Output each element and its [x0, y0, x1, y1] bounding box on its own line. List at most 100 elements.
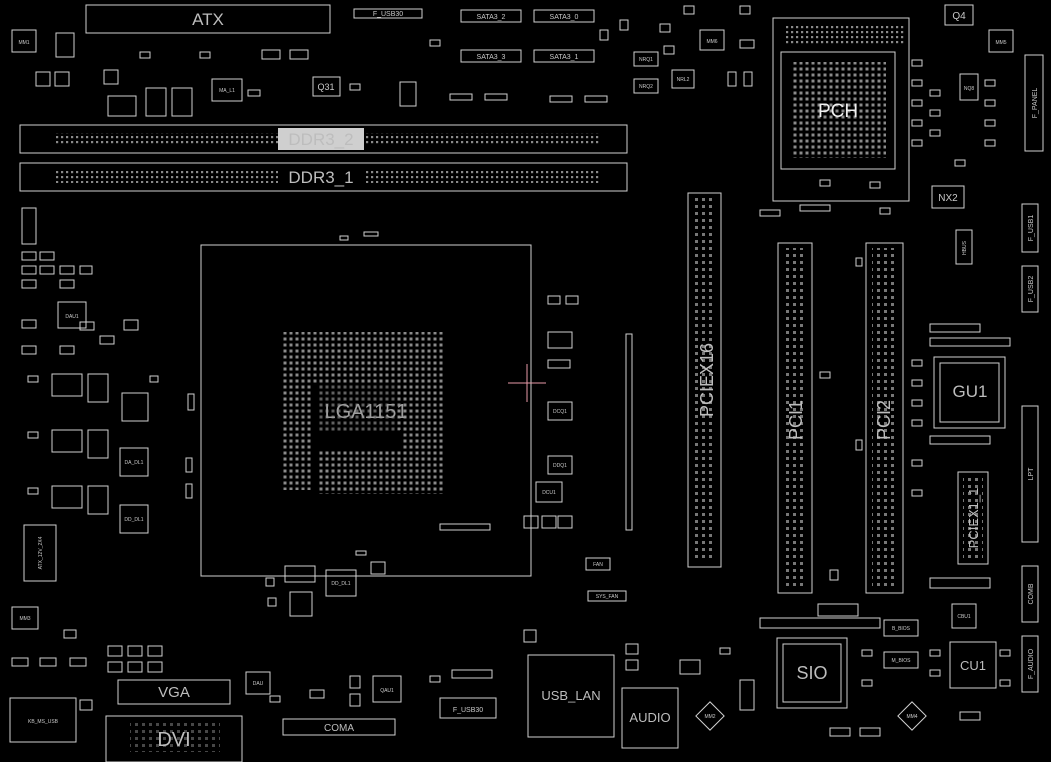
gu1-chip[interactable]: GU1 [933, 356, 1006, 429]
nq8-label: NQ8 [964, 86, 975, 92]
pch-chip[interactable]: PCH [772, 17, 910, 202]
f-usb2-header[interactable]: F_USB2 [1021, 265, 1039, 313]
nrl2-label: NRL2 [677, 77, 690, 83]
usb-lan-label: USB_LAN [541, 688, 600, 703]
cpu-socket[interactable]: LGA1151 [200, 244, 532, 577]
pci2-slot[interactable]: PCI2 [865, 242, 904, 594]
dvi-label: DVI [157, 729, 190, 751]
nx2-chip[interactable]: NX2 [931, 185, 965, 209]
dd-dl1b-inductor[interactable]: DD_DL1 [325, 569, 357, 597]
f-audio-header[interactable]: F_AUDIO [1021, 635, 1039, 693]
f-usb30-label: F_USB30 [373, 11, 403, 18]
lpt-label: LPT [1028, 467, 1035, 481]
nrq1-chip[interactable]: NRQ1 [633, 51, 659, 67]
coma-header[interactable]: COMA [282, 718, 396, 736]
pci2-label: PCI2 [874, 400, 894, 440]
atx-12v-connector[interactable]: ATX_12V_2X4 [23, 524, 57, 582]
dcq1-chip[interactable]: DCQ1 [553, 409, 567, 415]
mm5-label: MM5 [995, 40, 1006, 46]
sata-3-2-label: SATA3_2 [477, 14, 506, 21]
atx-12v-label: ATX_12V_2X4 [38, 536, 44, 569]
dcu1-label: DCU1 [542, 490, 556, 496]
qau1-chip[interactable]: QAU1 [372, 675, 402, 703]
pch-area-components [759, 59, 996, 217]
cbu1-chip[interactable]: CBU1 [951, 603, 977, 629]
left-vrm-components [11, 207, 139, 639]
atx-connector[interactable]: ATX [85, 4, 331, 34]
nrq2-label: NRQ2 [639, 84, 653, 90]
b-bios-chip[interactable]: B_BIOS [883, 619, 919, 637]
dvi-port[interactable]: DVI [105, 715, 243, 762]
vga-port[interactable]: VGA [117, 679, 231, 705]
lga-label: LGA1151 [324, 401, 407, 423]
dau1-chip[interactable]: DAU1 [57, 301, 87, 329]
ddr3-1-label: DDR3_1 [288, 168, 353, 187]
pciex1-1-slot[interactable]: PCIEX1_1 [957, 471, 989, 565]
ddq1-label: DDQ1 [553, 463, 567, 469]
da-dl1-inductor[interactable]: DA_DL1 [119, 447, 149, 477]
m-bios-chip[interactable]: M_BIOS [883, 651, 919, 669]
dau-chip[interactable]: DAU [245, 671, 271, 695]
lpt-header[interactable]: LPT [1021, 405, 1039, 543]
dcq1-label: DCQ1 [553, 409, 567, 415]
usb-lan-port[interactable]: USB_LAN [527, 654, 615, 738]
f-usb30b-label: F_USB30 [453, 707, 483, 714]
f-usb1-label: F_USB1 [1028, 215, 1035, 242]
nrl2-chip[interactable]: NRL2 [671, 69, 695, 89]
sata-connector-3-3[interactable]: SATA3_3 [460, 49, 522, 63]
f-usb30-header[interactable]: F_USB30 [353, 8, 423, 19]
nrq2-chip[interactable]: NRQ2 [633, 78, 659, 94]
b-bios-label: B_BIOS [892, 626, 911, 632]
ddq1-chip[interactable]: DDQ1 [553, 463, 567, 469]
ddr3-2-label: DDR3_2 [288, 130, 353, 149]
sata-3-1-label: SATA3_1 [550, 54, 579, 61]
mm6-label: MM6 [706, 39, 717, 45]
sata-connector-3-0[interactable]: SATA3_0 [533, 9, 595, 23]
dau1-label: DAU1 [65, 314, 79, 320]
mm4-chip[interactable]: MM4 [897, 701, 927, 731]
vga-label: VGA [158, 684, 190, 701]
hbus-label: HBUS [962, 240, 968, 255]
dcu1-chip[interactable]: DCU1 [542, 490, 556, 496]
mm5-chip[interactable]: MM5 [988, 29, 1014, 53]
kb-ms-usb-port[interactable]: KB_MS_USB [9, 697, 77, 743]
nrq1-label: NRQ1 [639, 57, 653, 63]
pci1-slot[interactable]: PCI1 [777, 242, 813, 594]
mm2-label: MM2 [704, 714, 715, 720]
m-bios-label: M_BIOS [892, 658, 912, 664]
fan-header[interactable]: FAN [585, 557, 611, 571]
sys-fan-header[interactable]: SYS_FAN [587, 590, 627, 602]
dd-dl1-inductor[interactable]: DD_DL1 [119, 504, 149, 534]
kb-ms-usb-label: KB_MS_USB [28, 719, 59, 725]
comb-header[interactable]: COMB [1021, 565, 1039, 623]
pci1-label: PCI1 [786, 400, 806, 440]
sys-fan-label: SYS_FAN [596, 594, 619, 600]
nq8-chip[interactable]: NQ8 [959, 73, 979, 101]
f-usb30b-header[interactable]: F_USB30 [439, 697, 497, 719]
mm3-chip[interactable]: MM3 [19, 616, 30, 622]
pciex16-slot[interactable]: PCIEX16 [687, 192, 722, 568]
mm2-chip[interactable]: MM2 [695, 701, 725, 731]
ddr3-slot-2[interactable]: DDR3_2 [19, 124, 628, 154]
ddr3-slot-1[interactable]: DDR3_1 [19, 162, 628, 192]
f-usb2-label: F_USB2 [1028, 276, 1035, 303]
position-marker [508, 364, 546, 402]
mm6-chip[interactable]: MM6 [699, 29, 725, 51]
q31-chip[interactable]: Q31 [312, 76, 341, 97]
hbus-chip[interactable]: HBUS [955, 229, 973, 265]
f-usb1-header[interactable]: F_USB1 [1021, 203, 1039, 253]
cu1-chip[interactable]: CU1 [949, 641, 997, 689]
sio-chip[interactable]: SIO [776, 637, 848, 709]
cu1-label: CU1 [960, 658, 986, 673]
pciex1-1-label: PCIEX1_1 [966, 488, 981, 549]
f-panel-header[interactable]: F_PANEL [1024, 54, 1044, 152]
q4-chip[interactable]: Q4 [944, 4, 974, 26]
bottom-components [11, 629, 1011, 737]
mm1-chip[interactable]: MM1 [11, 29, 37, 53]
audio-port[interactable]: AUDIO [621, 687, 679, 749]
sata-connector-3-1[interactable]: SATA3_1 [533, 49, 595, 63]
ma-l1-inductor[interactable]: MA_L1 [211, 78, 243, 102]
sata-connector-3-2[interactable]: SATA3_2 [460, 9, 522, 23]
mm1-label: MM1 [18, 40, 29, 46]
